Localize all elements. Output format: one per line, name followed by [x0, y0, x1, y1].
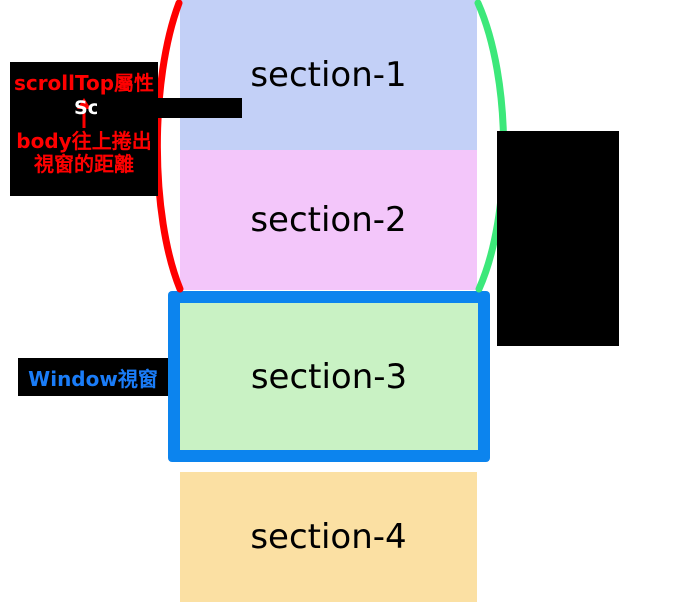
section-3-label: section-3: [250, 356, 408, 397]
section-block-1: section-1: [180, 0, 477, 150]
arrow-up-icon: [10, 96, 158, 130]
callout-window-viewport: Window視窗: [18, 358, 168, 396]
callout-scroll-height-occluder: [97, 98, 242, 118]
callout-scrolltop-body-line-2: 視窗的距離: [34, 152, 134, 177]
callout-scrolltop-heading: scrollTop屬性: [13, 71, 155, 95]
section-1-label: section-1: [250, 55, 407, 95]
window-viewport-frame: section-3: [168, 291, 490, 462]
callout-scrolltop-body-line-1: body往上捲出: [16, 128, 152, 153]
section-block-4: section-4: [180, 472, 477, 602]
callout-scroll-height: [497, 131, 619, 346]
section-block-2: section-2: [180, 150, 477, 290]
callout-window-label: Window視窗: [28, 366, 158, 391]
section-2-label: section-2: [250, 200, 407, 240]
callout-scrolltop: scrollTop屬性 body往上捲出 視窗的距離: [10, 62, 158, 196]
section-4-label: section-4: [250, 517, 407, 557]
left-brace-curve: [153, 0, 184, 293]
section-block-3: section-3: [180, 303, 478, 450]
